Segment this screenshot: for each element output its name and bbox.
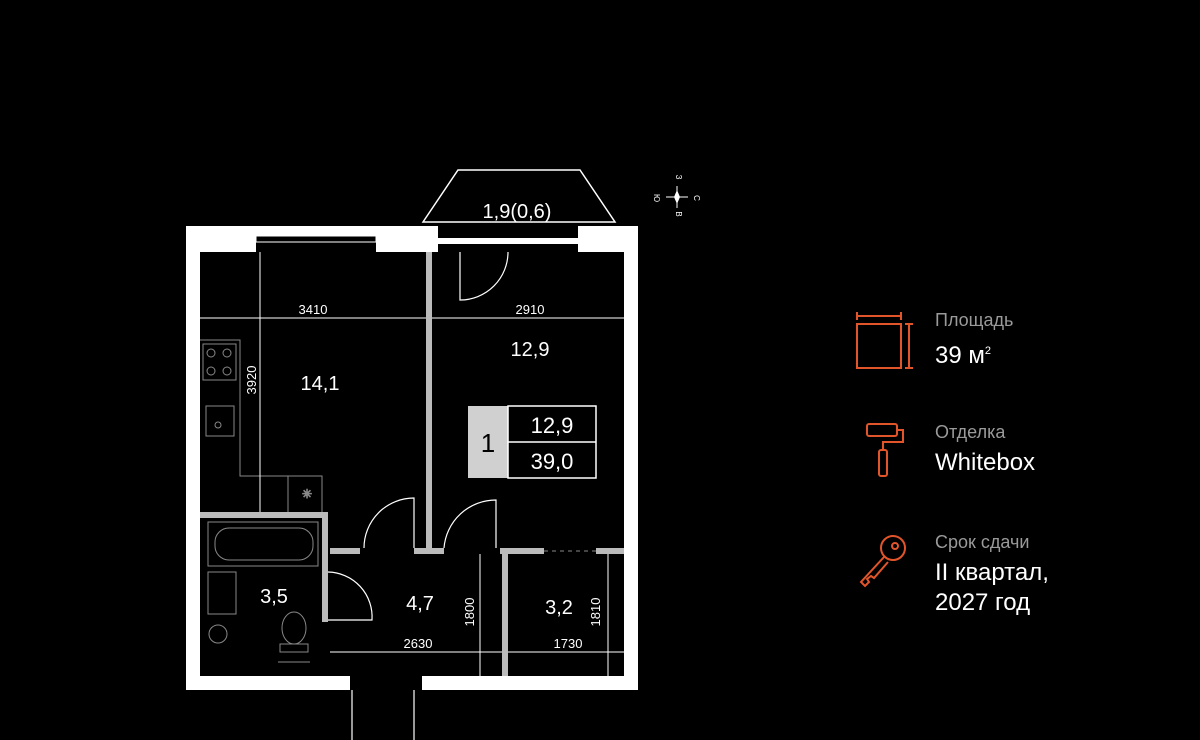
compass-w: З bbox=[674, 175, 683, 180]
bathroom-fixtures bbox=[207, 521, 319, 663]
room-living-area: 12,9 bbox=[511, 339, 550, 361]
badge-rooms-count: 1 bbox=[481, 428, 495, 458]
badge-total-area: 39,0 bbox=[531, 449, 574, 474]
compass-e: В bbox=[674, 211, 683, 216]
area-badge: 1 12,9 39,0 bbox=[468, 405, 597, 479]
compass-icon: З В Ю С bbox=[652, 175, 701, 217]
dim-hall-width: 2630 bbox=[404, 636, 433, 651]
walls bbox=[186, 226, 638, 690]
delivery-label: Срок сдачи bbox=[935, 532, 1030, 552]
area-value-number: 39 м bbox=[935, 342, 985, 369]
balcony bbox=[421, 169, 617, 244]
dim-hall-depth: 1800 bbox=[462, 598, 477, 627]
delivery-value: II квартал, 2027 год bbox=[935, 558, 1049, 618]
doors bbox=[327, 251, 509, 740]
dim-living-width: 2910 bbox=[516, 302, 545, 317]
compass-s: Ю bbox=[652, 194, 661, 202]
room-bathroom-area: 3,5 bbox=[260, 586, 288, 608]
room-hall-area: 4,7 bbox=[406, 593, 434, 615]
dimension-lines bbox=[200, 252, 624, 676]
area-unit-sup: 2 bbox=[984, 345, 991, 357]
dim-storage-width: 1730 bbox=[554, 636, 583, 651]
area-icon bbox=[856, 312, 913, 369]
badge-living-area: 12,9 bbox=[531, 413, 574, 438]
delivery-quarter: II квартал, bbox=[935, 559, 1049, 586]
dim-kitchen-depth: 3920 bbox=[244, 366, 259, 395]
area-label: Площадь bbox=[935, 310, 1014, 330]
svg-text:✳: ✳ bbox=[302, 487, 312, 501]
key-icon bbox=[859, 535, 906, 588]
kitchen-counter: ✳ bbox=[200, 339, 323, 512]
dim-storage-depth: 1810 bbox=[588, 598, 603, 627]
dim-kitchen-width: 3410 bbox=[299, 302, 328, 317]
area-value: 39 м2 bbox=[935, 336, 991, 371]
balcony-area: 1,9(0,6) bbox=[483, 201, 552, 223]
room-storage-area: 3,2 bbox=[545, 597, 573, 619]
delivery-year: 2027 год bbox=[935, 589, 1031, 616]
paint-roller-icon bbox=[866, 423, 904, 477]
window bbox=[255, 226, 377, 243]
finish-label: Отделка bbox=[935, 422, 1006, 442]
compass-n: С bbox=[692, 195, 701, 201]
interior-walls bbox=[200, 252, 624, 676]
room-kitchen-area: 14,1 bbox=[301, 373, 340, 395]
finish-value: Whitebox bbox=[935, 449, 1036, 476]
